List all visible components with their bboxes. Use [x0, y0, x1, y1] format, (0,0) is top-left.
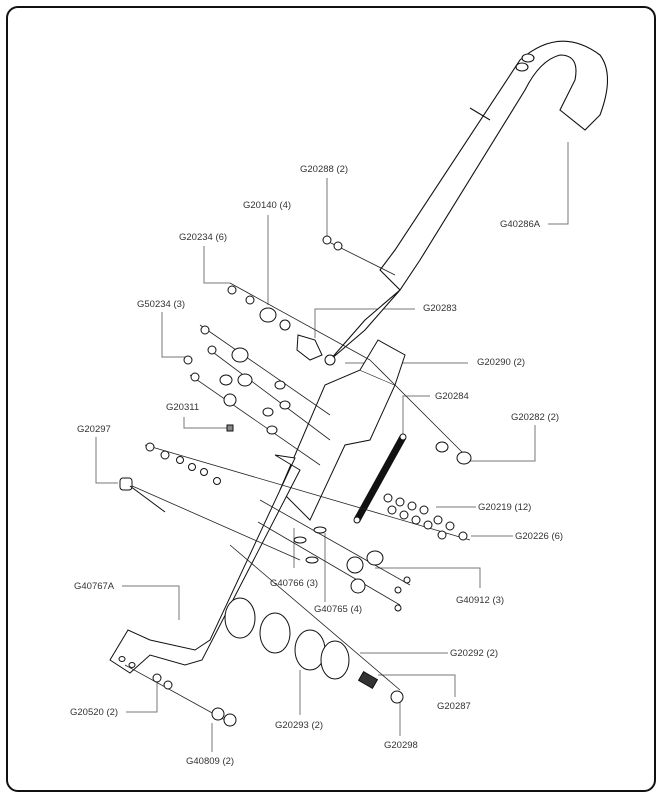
leader-g40286a — [548, 142, 569, 225]
leader-g20520 — [126, 683, 158, 713]
label-g20520: G20520 (2) — [70, 707, 119, 718]
label-g20298: G20298 — [384, 740, 418, 751]
label-g40766: G40766 (3) — [270, 578, 319, 589]
label-g20219: G20219 (12) — [478, 502, 532, 513]
leader-g40912 — [375, 567, 481, 588]
label-g20293: G20293 (2) — [275, 720, 324, 731]
leader-g20297 — [95, 437, 118, 484]
leader-g20284 — [402, 395, 430, 435]
label-g20282: G20282 (2) — [511, 412, 560, 423]
label-g20287: G20287 — [437, 701, 471, 712]
leader-g40767a — [122, 585, 180, 620]
label-g20311: G20311 — [166, 402, 200, 413]
label-g20234: G20234 (6) — [179, 232, 228, 243]
leader-g50234 — [161, 312, 185, 358]
leader-g20234 — [203, 246, 230, 284]
label-g20288: G20288 (2) — [300, 164, 349, 175]
label-g20290: G20290 (2) — [477, 357, 526, 368]
label-g20140: G20140 (4) — [243, 200, 292, 211]
label-g20297: G20297 — [77, 424, 111, 435]
label-g40765: G40765 (4) — [314, 604, 363, 615]
label-g20283: G20283 — [423, 303, 457, 314]
leader-g20282 — [470, 425, 536, 462]
label-g20292: G20292 (2) — [450, 648, 499, 659]
label-g40286a: G40286A — [500, 219, 541, 230]
assembly-axes — [124, 239, 471, 721]
leader-g20287 — [378, 674, 456, 697]
label-g20284: G20284 — [435, 391, 469, 402]
label-g40767a: G40767A — [74, 581, 115, 592]
small-hardware — [119, 235, 472, 727]
lower-arm-part — [109, 454, 301, 674]
label-g40809: G40809 (2) — [186, 756, 235, 767]
spring-part — [353, 433, 407, 524]
upper-bracket-part — [279, 339, 406, 521]
label-g50234: G50234 (3) — [137, 299, 186, 310]
leader-g20311 — [183, 417, 230, 429]
label-g20226: G20226 (6) — [515, 531, 564, 542]
hook-arm-part — [329, 40, 608, 361]
label-g40912: G40912 (3) — [456, 595, 505, 606]
